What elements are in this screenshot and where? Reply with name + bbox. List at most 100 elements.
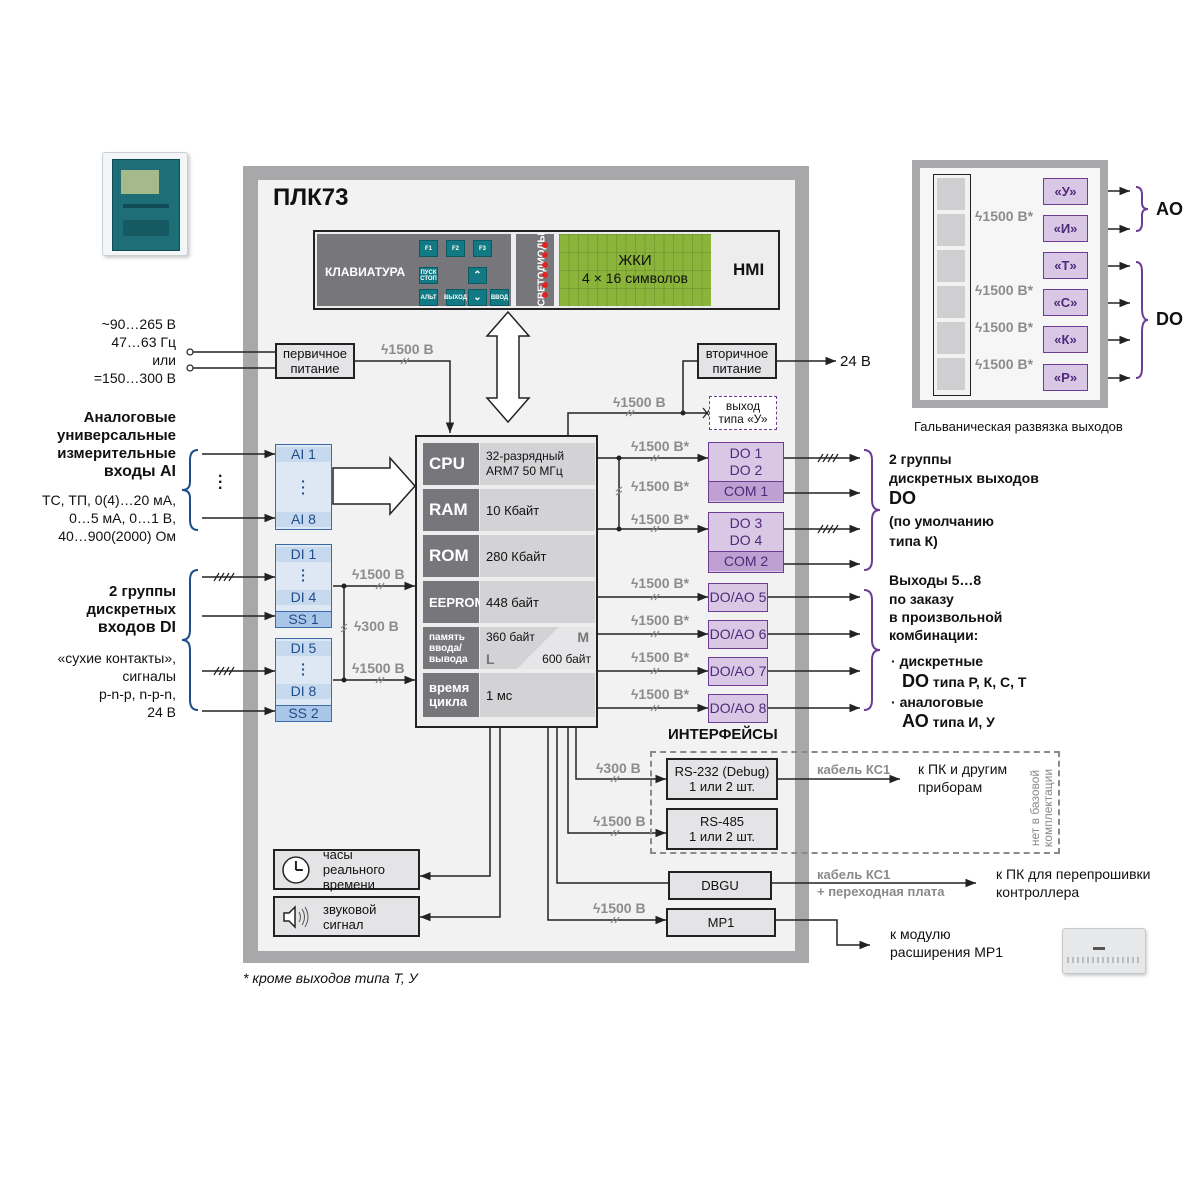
- bolt-icon: ϟ: [975, 319, 983, 335]
- rs485-count: 1 или 2 шт.: [689, 829, 755, 844]
- di-title-3: входов DI: [97, 619, 176, 636]
- doao-isolation: ϟ1500 В*: [631, 649, 690, 665]
- y-output-line2: типа «У»: [718, 412, 768, 426]
- spec-key: память ввода/ вывода: [423, 627, 479, 669]
- y-output-line1: выход: [725, 399, 761, 413]
- do-isolation-1: ϟ1500 В*: [631, 438, 690, 454]
- led-indicator: [542, 282, 548, 288]
- di-title-2: дискретных: [86, 601, 176, 618]
- primary-power-line2: питание: [290, 361, 340, 376]
- key-f3[interactable]: F3: [473, 240, 492, 257]
- do-title-2: дискретных выходов: [889, 470, 1039, 486]
- mp1-isolation: ϟ1500 В: [593, 900, 646, 916]
- keyboard-label: КЛАВИАТУРА: [325, 265, 406, 279]
- clock-icon: [282, 855, 310, 884]
- key-exit[interactable]: ВЫХОД: [444, 289, 467, 306]
- power-input-voltage-dc: =150…300 В: [93, 370, 176, 386]
- galvanic-isolation-r: ϟ1500 В*: [975, 356, 1034, 372]
- do-title-3: DO: [889, 488, 916, 508]
- mp1-destination-2: расширения МР1: [890, 944, 1004, 960]
- doao-isolation: ϟ1500 В*: [631, 612, 690, 628]
- do-channel: DO 2: [729, 462, 763, 478]
- cpu-spec-block: CPU 32-разрядный ARM7 50 МГц RAM 10 Кбай…: [415, 435, 598, 728]
- di-desc-2: сигналы: [122, 668, 176, 684]
- primary-power-block: первичное питание: [275, 343, 355, 379]
- spec-row-cycle-time: время цикла 1 мс: [423, 673, 595, 717]
- bolt-icon: ϟ: [593, 900, 601, 916]
- led-indicator: [542, 252, 548, 258]
- doao-isolation: ϟ1500 В*: [631, 686, 690, 702]
- key-f1[interactable]: F1: [419, 240, 438, 257]
- power-input-or: или: [152, 352, 176, 368]
- bolt-icon: ϟ: [631, 686, 639, 702]
- io-memory-m-value: 360 байт: [486, 630, 535, 644]
- key-up[interactable]: ⌃: [468, 267, 487, 284]
- spec-row-cpu: CPU 32-разрядный ARM7 50 МГц: [423, 443, 595, 485]
- lcd-title: ЖКИ: [618, 252, 652, 269]
- doao-discrete-types: DO типа Р, К, С, Т: [902, 671, 1027, 691]
- di-desc-3: p-n-p, n-p-n,: [98, 686, 176, 702]
- io-memory-values: 360 байт M L 600 байт: [480, 627, 595, 669]
- bolt-icon: ϟ: [593, 813, 601, 829]
- rtc-block: часы реального времени: [273, 847, 420, 892]
- galvanic-bus: [933, 174, 971, 396]
- secondary-power-output: 24 В: [840, 353, 871, 370]
- io-memory-l-tag: L: [486, 651, 495, 667]
- di-first-channel: DI 5: [276, 641, 331, 656]
- di-common: SS 2: [276, 704, 331, 721]
- io-memory-m-tag: M: [577, 629, 589, 645]
- ai-title-3: измерительные: [57, 445, 176, 462]
- key-down[interactable]: ⌄: [468, 289, 487, 306]
- di-isolation-1: ϟ1500 В: [352, 566, 405, 582]
- galvanic-caption: Гальваническая развязка выходов: [914, 419, 1123, 434]
- bolt-icon: ϟ: [631, 478, 639, 494]
- rs232-destination-2: приборам: [918, 779, 983, 795]
- galvanic-do-label: DO: [1156, 309, 1183, 329]
- dbgu-destination-1: к ПК для перепрошивки: [996, 866, 1151, 882]
- key-f2[interactable]: F2: [446, 240, 465, 257]
- output-type-u: «У»: [1043, 178, 1088, 205]
- di-isolation-between: ϟ300 В: [354, 618, 399, 634]
- spec-row-rom: ROM 280 Кбайт: [423, 535, 595, 577]
- hmi-panel: КЛАВИАТУРА F1 F2 F3 ПУСК СТОП АЛЬТ ВЫХОД…: [313, 230, 780, 310]
- do-common: COM 2: [709, 551, 783, 571]
- doao-analog-types: АО типа И, У: [902, 711, 995, 731]
- do-channel: DO 3: [729, 515, 763, 531]
- di-desc-4: 24 В: [147, 704, 176, 720]
- doao-title-2: по заказу: [889, 591, 954, 607]
- primary-power-line1: первичное: [282, 346, 348, 361]
- spec-value: 448 байт: [480, 581, 595, 623]
- dbgu-cable-label: кабель КС1: [817, 867, 891, 882]
- spec-key: CPU: [423, 443, 479, 485]
- key-enter[interactable]: ВВОД: [490, 289, 509, 306]
- lcd-display: [559, 234, 711, 306]
- y-type-output-block: выход типа «У»: [709, 396, 777, 430]
- ai-last-channel: AI 8: [276, 512, 331, 527]
- led-indicator: [542, 262, 548, 268]
- bolt-icon: ϟ: [381, 341, 389, 357]
- footnote: * кроме выходов типа Т, У: [243, 970, 418, 986]
- doao-output-6: DO/AO 6: [708, 620, 768, 649]
- ai-first-channel: AI 1: [276, 447, 331, 462]
- led-indicator: [542, 292, 548, 298]
- secondary-power-block: вторичное питание: [697, 343, 777, 379]
- primary-isolation-label: ϟ1500 В: [381, 341, 434, 357]
- key-start-stop[interactable]: ПУСК СТОП: [419, 267, 438, 284]
- ai-ellipsis: ···: [218, 468, 224, 497]
- output-type-s: «С»: [1043, 289, 1088, 316]
- plc-device-photo: [102, 152, 188, 256]
- buzzer-label-2: сигнал: [323, 916, 364, 932]
- rs232-destination-1: к ПК и другим: [918, 761, 1008, 777]
- key-alt[interactable]: АЛЬТ: [419, 289, 438, 306]
- di-isolation-2: ϟ1500 В: [352, 660, 405, 676]
- ai-ellipsis-inner: ···: [301, 473, 306, 501]
- hmi-label: HMI: [733, 260, 765, 279]
- spec-key: ROM: [423, 535, 479, 577]
- bolt-icon: ϟ: [596, 760, 604, 776]
- dbgu-adapter-label: + переходная плата: [817, 884, 945, 899]
- led-indicator: [542, 242, 548, 248]
- di-desc-1: «сухие контакты»,: [57, 650, 176, 666]
- output-type-t: «Т»: [1043, 252, 1088, 279]
- rs232-cable-label: кабель КС1: [817, 762, 891, 777]
- power-input-frequency: 47…63 Гц: [111, 334, 176, 350]
